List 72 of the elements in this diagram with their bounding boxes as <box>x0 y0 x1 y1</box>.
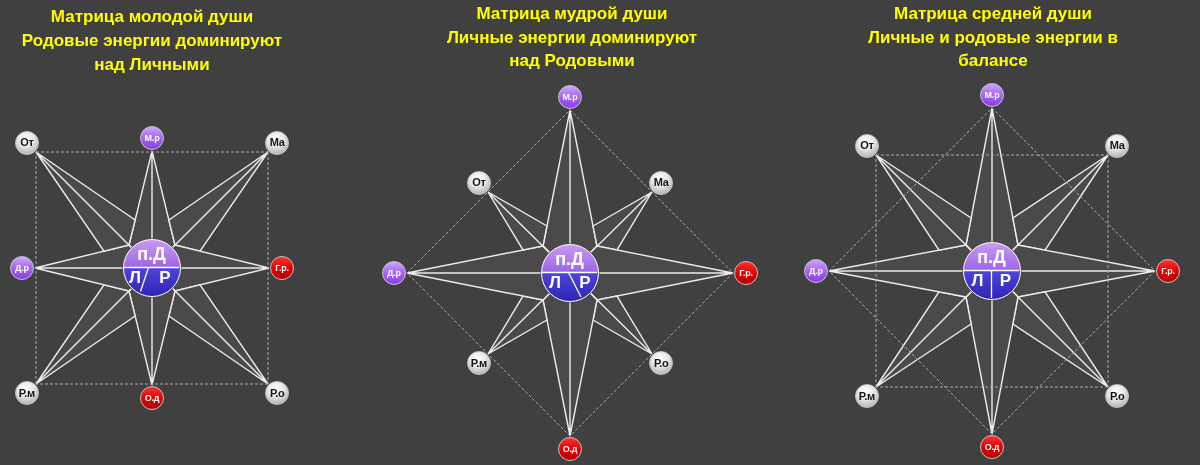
star-ray <box>875 291 972 388</box>
circle-label: Р <box>999 270 1012 292</box>
labeled-circle: О.д <box>140 386 164 410</box>
dashed-connector <box>1107 154 1109 388</box>
star-ray <box>965 291 1019 435</box>
labeled-circle: Г.р. <box>1156 259 1180 283</box>
star-ray <box>487 191 550 253</box>
star-ray <box>590 245 734 301</box>
dashed-connector <box>875 154 877 388</box>
diagram-heading: Матрица мудрой души <box>475 3 669 25</box>
star-ray <box>35 151 136 252</box>
labeled-circle: М.р <box>140 126 164 150</box>
circle-label: п.Д <box>137 243 166 265</box>
star-ray <box>168 151 269 252</box>
labeled-circle: От <box>14 130 39 155</box>
labeled-circle: Р.м <box>466 351 491 376</box>
circle-label: Л <box>971 270 984 292</box>
dashed-connector <box>828 270 993 435</box>
labeled-circle: От <box>854 133 879 158</box>
labeled-circle: М.р <box>558 85 582 109</box>
star-ray <box>828 244 972 298</box>
dashed-connector <box>569 109 734 274</box>
labeled-circle: Ма <box>265 130 290 155</box>
star-ray <box>542 293 598 437</box>
star-ray <box>590 293 653 355</box>
dashed-connector <box>267 151 269 385</box>
circle-label: Р <box>159 267 171 289</box>
labeled-circle: Г.р. <box>270 256 294 280</box>
star-ray <box>35 284 136 385</box>
star-ray <box>875 154 972 251</box>
labeled-circle: Д.р <box>804 259 828 283</box>
dashed-connector <box>991 270 1156 435</box>
labeled-circle: От <box>466 170 491 195</box>
dashed-connector <box>35 151 269 153</box>
diagram-subheading: Личные энергии доминируют над Родовыми <box>445 26 699 72</box>
star-ray <box>542 109 598 253</box>
labeled-circle: Р.о <box>1105 384 1130 409</box>
labeled-circle: Д.р <box>10 256 34 280</box>
circle-label: п.Д <box>555 248 584 270</box>
dashed-connector <box>991 107 1156 272</box>
labeled-circle: О.д <box>558 437 582 461</box>
diagram-subheading: Личные и родовые энергии в балансе <box>867 26 1119 72</box>
labeled-circle: Р.о <box>265 381 290 406</box>
labeled-circle: Д.р <box>382 261 406 285</box>
circle-label: Л <box>129 267 141 289</box>
dashed-connector <box>406 109 571 274</box>
star-ray <box>406 245 550 301</box>
circle-label: Л <box>549 272 561 294</box>
dashed-connector <box>406 272 571 437</box>
diagram-heading: Матрица молодой души <box>49 6 255 28</box>
diagram-subheading: Родовые энергии доминируют над Личными <box>20 30 284 76</box>
star-ray <box>1012 291 1109 388</box>
labeled-circle: Ма <box>649 170 674 195</box>
diagram-heading: Матрица средней души <box>893 3 1093 25</box>
circle-label: Р <box>579 272 591 294</box>
star-ray <box>168 284 269 385</box>
dashed-connector <box>35 151 37 385</box>
labeled-circle: О.д <box>980 435 1004 459</box>
dashed-connector <box>875 386 1109 388</box>
dashed-connector <box>828 107 993 272</box>
labeled-circle: Р.м <box>854 384 879 409</box>
star-ray <box>1012 244 1156 298</box>
dashed-connector <box>35 383 269 385</box>
dashed-connector <box>875 154 1109 156</box>
circle-label: п.Д <box>977 246 1006 268</box>
dashed-connector <box>569 272 734 437</box>
labeled-circle: Р.о <box>649 351 674 376</box>
labeled-circle: Г.р. <box>734 261 758 285</box>
labeled-circle: Ма <box>1105 133 1130 158</box>
labeled-circle: М.р <box>980 83 1004 107</box>
star-ray <box>1012 154 1109 251</box>
labeled-circle: Р.м <box>14 381 39 406</box>
